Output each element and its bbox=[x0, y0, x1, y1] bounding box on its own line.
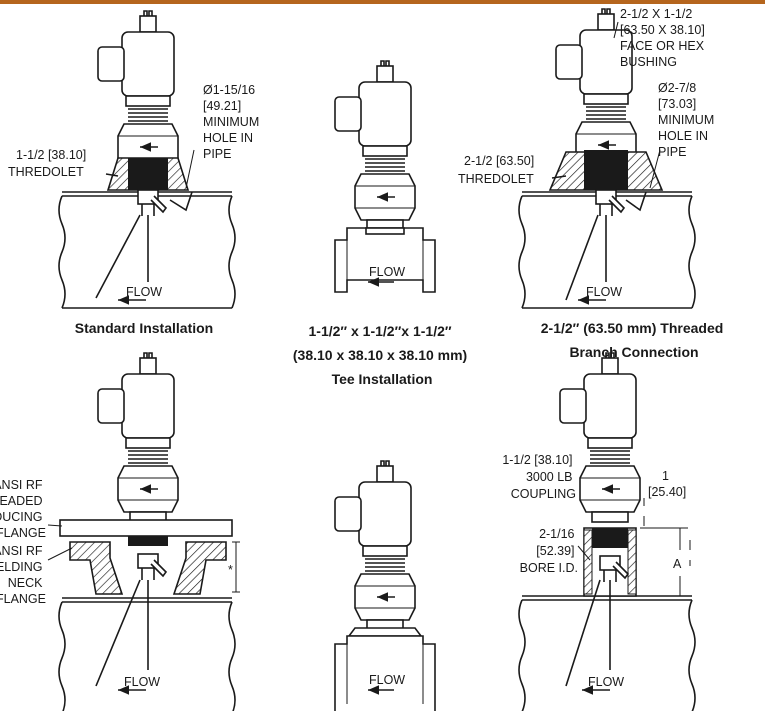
tee-union-flow-label: FLOW bbox=[369, 673, 405, 687]
tee-caption: 1-1/2″ x 1-1/2″x 1-1/2″ (38.10 x 38.10 x… bbox=[293, 323, 471, 387]
panel-standard-installation bbox=[58, 11, 236, 309]
branch-flow-label: FLOW bbox=[586, 285, 622, 299]
coupling-a-label: A bbox=[673, 557, 682, 571]
panel-coupling-installation bbox=[518, 353, 696, 711]
panel-flange-installation bbox=[58, 353, 240, 711]
flange-welding-leader bbox=[47, 547, 73, 561]
coupling-flow-label: FLOW bbox=[588, 675, 624, 689]
branch-hole-label: Ø2-7/8 [73.03] MINIMUM HOLE IN PIPE bbox=[658, 81, 718, 159]
standard-hole-label: Ø1-15/16 [49.21] MINIMUM HOLE IN PIPE bbox=[203, 83, 263, 161]
flange-flow-label: FLOW bbox=[124, 675, 160, 689]
standard-thredolet-label: 1-1/2 [38.10] THREDOLET bbox=[8, 148, 90, 179]
flange-welding-label: ANSI RF WELDING NECK FLANGE bbox=[0, 544, 46, 606]
branch-caption: 2-1/2″ (63.50 mm) Threaded Branch Connec… bbox=[541, 320, 727, 360]
coupling-label: 1-1/2 [38.10] 3000 LB COUPLING bbox=[502, 453, 576, 501]
flange-reducing-label: ANSI RF THREADED REDUCING FLANGE bbox=[0, 478, 46, 540]
panel-tee-installation bbox=[334, 61, 436, 293]
panel-tee-union-installation bbox=[334, 461, 436, 711]
branch-thredolet-label: 2-1/2 [63.50] THREDOLET bbox=[458, 154, 538, 186]
panel-threaded-branch bbox=[518, 9, 696, 309]
flange-star: * bbox=[228, 563, 233, 577]
standard-caption: Standard Installation bbox=[75, 320, 213, 336]
coupling-bore-label: 2-1/16 [52.39] BORE I.D. bbox=[520, 527, 578, 575]
branch-bushing-label: 2-1/2 X 1-1/2 [63.50 X 38.10] FACE OR HE… bbox=[620, 7, 708, 69]
standard-flow-label: FLOW bbox=[126, 285, 162, 299]
tee-flow-label: FLOW bbox=[369, 265, 405, 279]
flange-reducing-leader bbox=[47, 524, 63, 527]
top-accent-bar bbox=[0, 0, 765, 4]
coupling-dim1-label: 1 [25.40] bbox=[648, 469, 686, 499]
